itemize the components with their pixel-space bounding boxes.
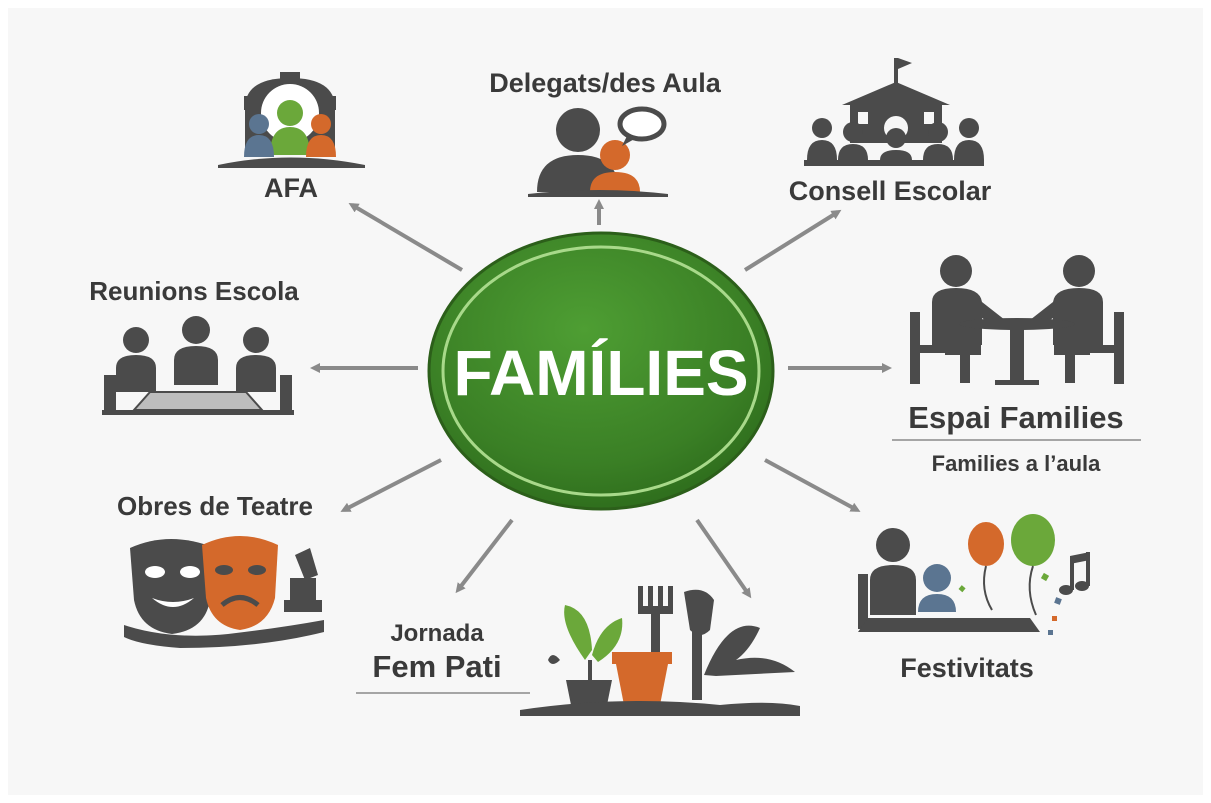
people-speech-bubble-icon [528,106,668,197]
people-gear-icon [218,72,365,168]
center-label: FAMÍLIES [453,337,748,409]
consell-label: Consell Escolar [789,176,992,206]
arrow-festivitats-down [695,518,752,599]
festivitats-label: Festivitats [900,653,1034,683]
theatre-masks-icon [124,536,324,648]
teatre-label: Obres de Teatre [117,491,313,521]
espai-sublabel: Families a l’aula [932,451,1102,476]
reunions-label: Reunions Escola [89,276,299,306]
meeting-table-icon [102,316,294,415]
arrow-jornada [455,518,514,594]
delegats-label: Delegats/des Aula [489,68,722,98]
conversation-table-icon [910,255,1124,385]
garden-tools-icon [520,586,800,716]
arrows [310,199,892,599]
node-delegats: Delegats/des Aula [489,68,722,197]
afa-label: AFA [264,173,318,203]
arrow-afa [348,202,464,272]
node-espai: Espai Families Families a l’aula [892,255,1141,476]
node-festivitats: Festivitats [858,514,1090,683]
node-consell: Consell Escolar [789,58,992,206]
school-building-people-icon [804,58,984,166]
node-afa: AFA [218,72,365,203]
jornada-label-line1: Jornada [390,620,484,647]
node-reunions: Reunions Escola [89,276,299,415]
arrow-consell [743,209,842,272]
arrow-teatre [340,458,442,512]
node-jornada: Jornada Fem Pati [356,586,800,716]
jornada-label-line2: Fem Pati [372,649,501,684]
center-node: FAMÍLIES [427,231,775,511]
espai-label: Espai Families [908,400,1123,435]
party-balloons-icon [858,514,1090,635]
arrow-festivitats [764,458,861,512]
node-teatre: Obres de Teatre [117,491,324,648]
